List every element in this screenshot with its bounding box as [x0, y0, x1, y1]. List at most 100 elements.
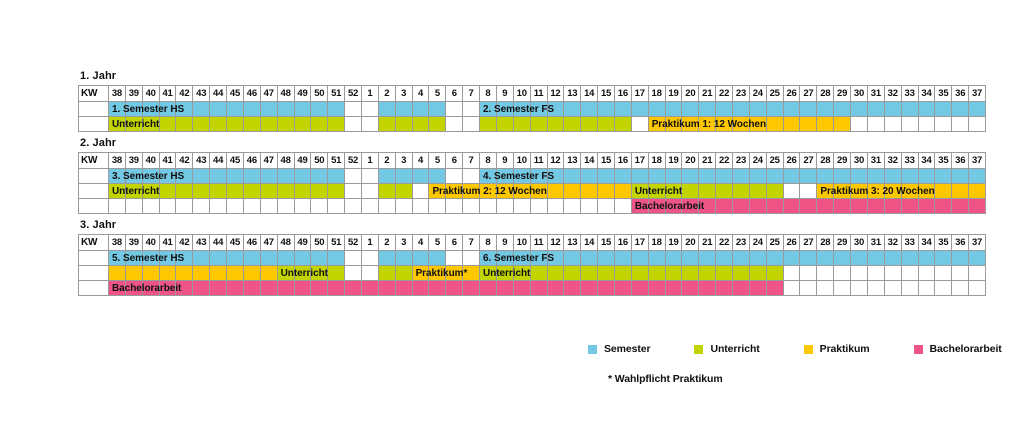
empty-week-cell: [834, 281, 852, 296]
bar-segment-unterricht: [378, 184, 396, 199]
empty-week-cell: [952, 117, 970, 132]
bar-segment-bachelorarbeit: [969, 199, 986, 214]
bar-segment-semester: [564, 169, 582, 184]
week-number-header: 42: [176, 153, 194, 169]
bar-segment-bachelorarbeit: [699, 199, 717, 214]
bar-segment-praktikum: [952, 184, 970, 199]
empty-week-cell: [901, 117, 919, 132]
bar-segment-semester: [733, 169, 750, 184]
empty-week-cell: [800, 266, 818, 281]
bar-segment-unterricht: [581, 266, 599, 281]
bar-segment-semester: [665, 251, 683, 266]
empty-week-cell: [598, 199, 615, 214]
empty-week-cell: [918, 281, 936, 296]
bar-segment-unterricht: [378, 266, 396, 281]
week-number-header: 49: [294, 235, 312, 251]
bar-segment-semester: [851, 169, 868, 184]
bar-segment-praktikum: [446, 266, 464, 281]
week-number-header: 36: [952, 86, 970, 102]
bar-segment-praktikum: [142, 266, 160, 281]
bar-segment-bachelorarbeit: [564, 281, 582, 296]
empty-week-cell: [193, 199, 211, 214]
bar-segment-bachelorarbeit: [733, 281, 750, 296]
bar-segment-semester: [210, 169, 228, 184]
bar-segment-semester: [800, 102, 818, 117]
empty-week-cell: [783, 281, 801, 296]
bar-segment-semester: [749, 102, 767, 117]
bar-segment-bachelorarbeit: [716, 199, 734, 214]
bar-segment-bachelorarbeit: [513, 281, 531, 296]
empty-week-cell: [547, 199, 565, 214]
week-number-header: 20: [682, 153, 700, 169]
empty-week-cell: [952, 266, 970, 281]
empty-week-cell: [345, 117, 362, 132]
bar-segment-bachelorarbeit: [884, 199, 902, 214]
bar-segment-semester: [125, 251, 143, 266]
bar-segment-unterricht: [328, 117, 346, 132]
week-number-header: 3: [395, 235, 413, 251]
bar-segment-unterricht: [176, 184, 194, 199]
bar-segment-praktikum: [918, 184, 936, 199]
empty-week-cell: [345, 266, 362, 281]
empty-week-cell: [159, 199, 177, 214]
bar-segment-praktikum: [834, 117, 852, 132]
empty-week-cell: [345, 251, 362, 266]
empty-week-cell: [901, 266, 919, 281]
bar-segment-unterricht: [614, 266, 632, 281]
week-number-header: 14: [581, 153, 599, 169]
bar-segment-semester: [496, 251, 514, 266]
bar-segment-semester: 1. Semester HS: [109, 102, 184, 117]
empty-week-cell: [243, 199, 261, 214]
bar-segment-bachelorarbeit: Bachelorarbeit: [109, 281, 181, 296]
week-number-header: 5: [429, 153, 447, 169]
week-number-header: 50: [311, 235, 329, 251]
week-number-header: 10: [513, 86, 531, 102]
bar-segment-unterricht: [513, 117, 531, 132]
week-number-header: 47: [260, 153, 278, 169]
bar-segment-bachelorarbeit: [243, 281, 261, 296]
bar-segment-unterricht: [311, 117, 329, 132]
bar-segment-unterricht: Unterricht: [480, 266, 530, 281]
bar-segment-semester: [952, 251, 970, 266]
empty-week-cell: [783, 266, 801, 281]
year-title: 2. Jahr: [80, 137, 117, 149]
bar-segment-semester: [581, 102, 599, 117]
bar-segment-semester: [901, 102, 919, 117]
empty-week-cell: [328, 199, 346, 214]
bar-segment-semester: [800, 251, 818, 266]
week-number-header: 42: [176, 86, 194, 102]
bar-segment-praktikum: [834, 184, 852, 199]
bar-segment-unterricht: Unterricht: [109, 184, 159, 199]
bar-segment-semester: [682, 251, 700, 266]
bar-segment-praktikum: [564, 184, 582, 199]
bar-segment-semester: [631, 102, 649, 117]
week-number-header: 27: [800, 235, 818, 251]
week-number-header: 51: [328, 153, 346, 169]
week-number-header: 48: [277, 153, 295, 169]
empty-week-cell: [496, 199, 514, 214]
week-number-header: 51: [328, 235, 346, 251]
bar-segment-semester: [176, 169, 194, 184]
legend-swatch-semester: [588, 344, 597, 354]
empty-week-cell: [834, 266, 852, 281]
week-number-header: 11: [530, 153, 548, 169]
row-label-cell: [79, 266, 109, 281]
bar-segment-semester: [749, 251, 767, 266]
bar-segment-unterricht: [547, 266, 565, 281]
bar-segment-praktikum: Praktikum 3: 20 Wochen: [817, 184, 935, 199]
bar-segment-bachelorarbeit: [749, 199, 767, 214]
bar-segment-semester: [513, 169, 531, 184]
empty-week-cell: [867, 117, 885, 132]
week-number-header: 39: [125, 86, 143, 102]
bar-segment-praktikum: [581, 184, 599, 199]
empty-week-cell: [345, 169, 362, 184]
bar-segment-bachelorarbeit: [918, 199, 936, 214]
bar-segment-semester: [378, 102, 396, 117]
bar-segment-semester: [243, 169, 261, 184]
empty-week-cell: [378, 199, 396, 214]
bar-segment-semester: [733, 102, 750, 117]
bar-segment-praktikum: [783, 117, 801, 132]
empty-week-cell: [918, 266, 936, 281]
week-number-header: 45: [227, 235, 244, 251]
